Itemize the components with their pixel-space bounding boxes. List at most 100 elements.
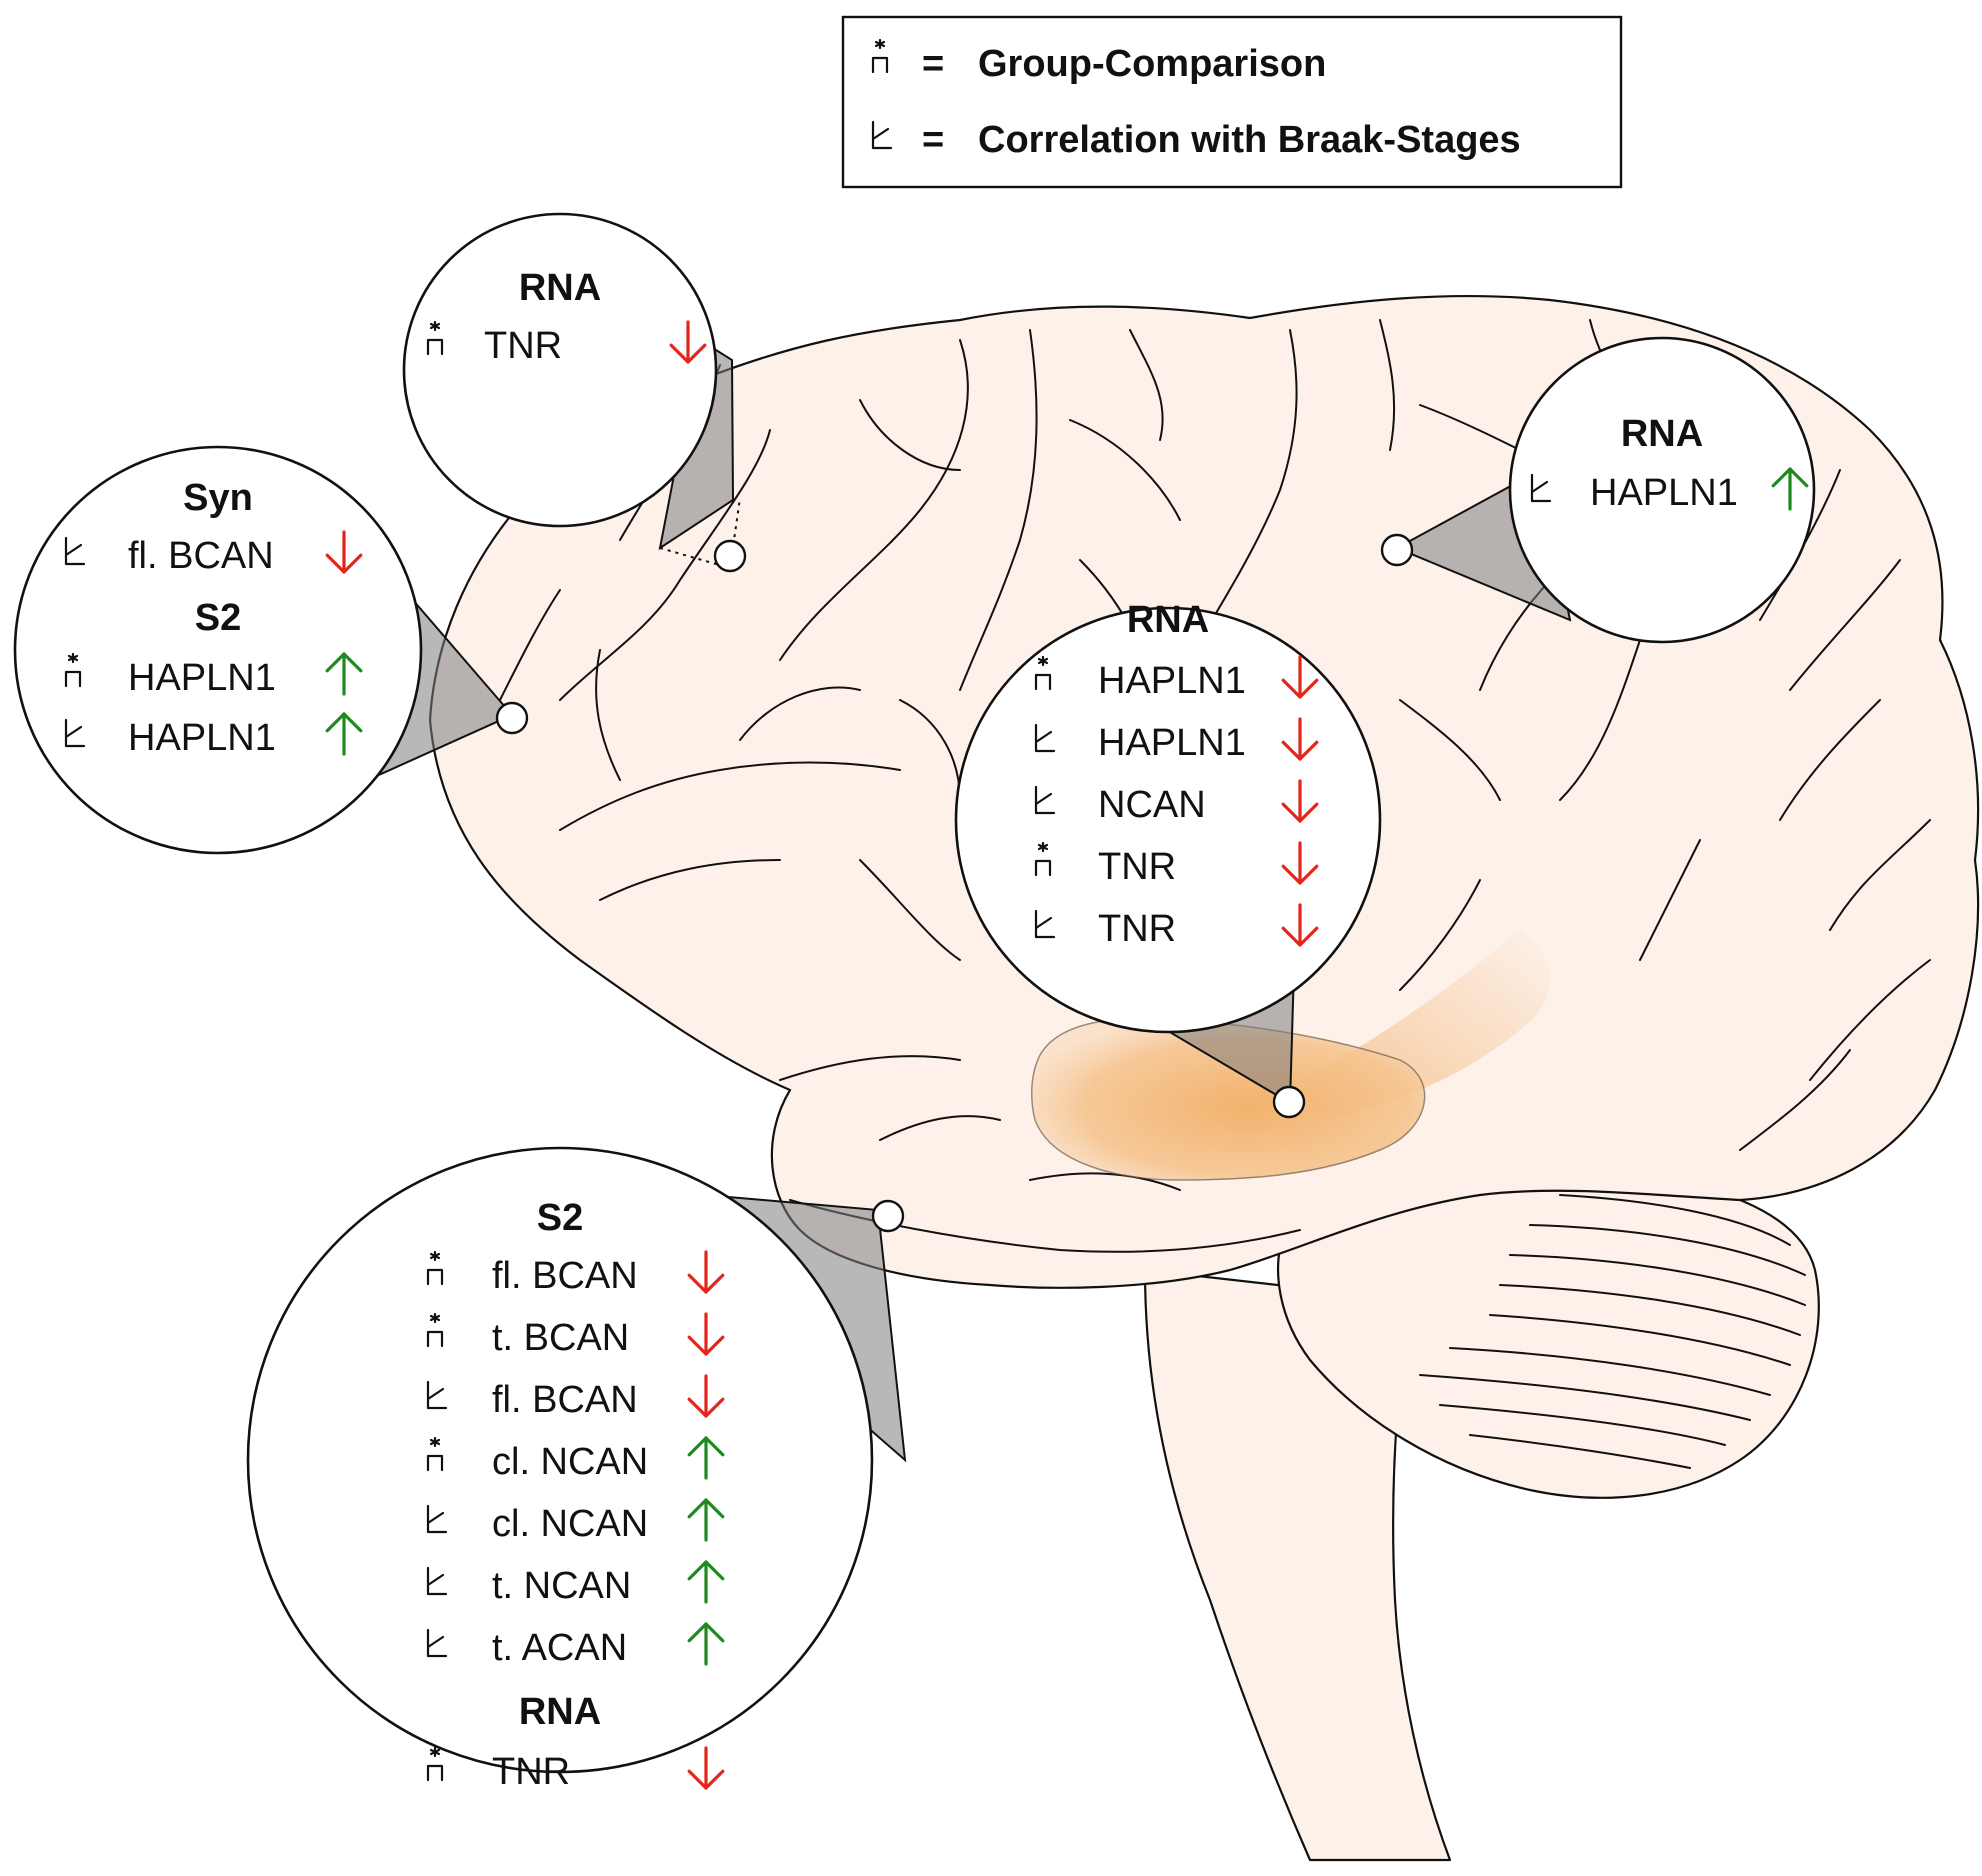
arrow-down-icon bbox=[1281, 655, 1319, 699]
bubble-bottom-section-title: S2 bbox=[537, 1197, 583, 1239]
correlation-icon bbox=[1034, 785, 1056, 815]
bubble-top: RNA TNR bbox=[426, 267, 707, 367]
arrow-up-icon bbox=[325, 712, 363, 756]
legend-equals: = bbox=[922, 119, 944, 161]
legend-label: Group-Comparison bbox=[978, 43, 1326, 85]
bubble-row: fl. BCAN bbox=[426, 1374, 725, 1421]
bubble-center-section-title: RNA bbox=[1127, 599, 1209, 641]
cerebellum-folia bbox=[1419, 1194, 1806, 1469]
marker-label: HAPLN1 bbox=[128, 717, 276, 759]
marker-label: TNR bbox=[1098, 908, 1176, 950]
arrow-up-icon bbox=[687, 1622, 725, 1666]
bubble-bottom-section-title: RNA bbox=[519, 1691, 601, 1733]
legend-box bbox=[841, 15, 1623, 189]
arrow-up-icon bbox=[325, 652, 363, 696]
correlation-icon bbox=[1530, 473, 1552, 503]
bubble-row: fl. BCAN bbox=[64, 530, 363, 577]
group-comparison-icon bbox=[426, 1312, 444, 1348]
marker-label: TNR bbox=[484, 325, 562, 367]
bubble-left-circle bbox=[13, 445, 423, 855]
correlation-icon bbox=[871, 120, 893, 150]
marker-label: fl. BCAN bbox=[492, 1379, 638, 1421]
arrow-down-icon bbox=[1281, 903, 1319, 947]
arrow-up-icon bbox=[687, 1436, 725, 1480]
group-comparison-icon bbox=[426, 1250, 444, 1286]
correlation-icon bbox=[64, 536, 86, 566]
correlation-icon bbox=[426, 1566, 448, 1596]
bubble-center-circle bbox=[954, 606, 1382, 1034]
bubble-row: t. ACAN bbox=[426, 1622, 725, 1669]
bubble-left-section-title: Syn bbox=[183, 477, 253, 519]
bubble-bottom: S2 fl. BCAN t. BCAN fl. BCAN cl. NCAN cl. NCA… bbox=[426, 1197, 725, 1793]
bubble-right-circle bbox=[1508, 336, 1816, 644]
bubble-row: HAPLN1 bbox=[1034, 655, 1319, 702]
bubble-right: RNA HAPLN1 bbox=[1530, 413, 1809, 514]
correlation-icon bbox=[426, 1628, 448, 1658]
marker-label: TNR bbox=[1098, 846, 1176, 888]
marker-label: t. BCAN bbox=[492, 1317, 629, 1359]
marker-label: cl. NCAN bbox=[492, 1441, 648, 1483]
marker-label: TNR bbox=[492, 1751, 570, 1793]
region-dot-top bbox=[713, 539, 747, 573]
bubble-row: TNR bbox=[1034, 841, 1319, 888]
correlation-icon bbox=[426, 1504, 448, 1534]
arrow-down-icon bbox=[325, 530, 363, 574]
bubble-right-section-title: RNA bbox=[1621, 413, 1703, 455]
group-comparison-icon bbox=[1034, 841, 1052, 877]
correlation-icon bbox=[426, 1380, 448, 1410]
legend-label: Correlation with Braak-Stages bbox=[978, 119, 1521, 161]
marker-label: t. NCAN bbox=[492, 1565, 631, 1607]
legend: = Group-Comparison = Correlation with Braak… bbox=[871, 38, 1521, 161]
region-dot-left bbox=[495, 701, 529, 735]
bubble-row: TNR bbox=[426, 320, 707, 367]
marker-label: HAPLN1 bbox=[1098, 722, 1246, 764]
bubble-row: cl. NCAN bbox=[426, 1436, 725, 1483]
marker-label: NCAN bbox=[1098, 784, 1206, 826]
bubble-left-section-title: S2 bbox=[195, 597, 241, 639]
group-comparison-icon bbox=[1034, 655, 1052, 691]
marker-label: HAPLN1 bbox=[128, 657, 276, 699]
group-comparison-icon bbox=[871, 38, 889, 74]
bubble-row: HAPLN1 bbox=[64, 652, 363, 699]
bubble-row: t. BCAN bbox=[426, 1312, 725, 1359]
bubble-row: HAPLN1 bbox=[1530, 467, 1809, 514]
bubble-row: cl. NCAN bbox=[426, 1498, 725, 1545]
correlation-icon bbox=[1034, 723, 1056, 753]
legend-equals: = bbox=[922, 43, 944, 85]
bubble-row: NCAN bbox=[1034, 779, 1319, 826]
bubble-row: HAPLN1 bbox=[64, 712, 363, 759]
region-dot-bottom bbox=[871, 1199, 905, 1233]
marker-label: HAPLN1 bbox=[1098, 660, 1246, 702]
marker-label: cl. NCAN bbox=[492, 1503, 648, 1545]
arrow-down-icon bbox=[669, 320, 707, 364]
group-comparison-icon bbox=[64, 652, 82, 688]
marker-label: t. ACAN bbox=[492, 1627, 627, 1669]
bubble-bottom-circle bbox=[246, 1146, 874, 1774]
arrow-down-icon bbox=[687, 1374, 725, 1418]
arrow-up-icon bbox=[687, 1498, 725, 1542]
bubble-top-circle bbox=[402, 212, 718, 528]
region-dot-center bbox=[1272, 1085, 1306, 1119]
marker-label: fl. BCAN bbox=[492, 1255, 638, 1297]
arrow-down-icon bbox=[1281, 779, 1319, 823]
marker-label: fl. BCAN bbox=[128, 535, 274, 577]
arrow-down-icon bbox=[687, 1250, 725, 1294]
group-comparison-icon bbox=[426, 320, 444, 356]
group-comparison-icon bbox=[426, 1436, 444, 1472]
bubble-row: HAPLN1 bbox=[1034, 717, 1319, 764]
bubble-top-section-title: RNA bbox=[519, 267, 601, 309]
marker-label: HAPLN1 bbox=[1590, 472, 1738, 514]
bubble-row: fl. BCAN bbox=[426, 1250, 725, 1297]
region-dot-right bbox=[1380, 533, 1414, 567]
arrow-down-icon bbox=[687, 1746, 725, 1790]
arrow-up-icon bbox=[1771, 467, 1809, 511]
bubble-row: t. NCAN bbox=[426, 1560, 725, 1607]
bubble-row: TNR bbox=[1034, 903, 1319, 950]
arrow-down-icon bbox=[1281, 841, 1319, 885]
arrow-up-icon bbox=[687, 1560, 725, 1604]
arrow-down-icon bbox=[1281, 717, 1319, 761]
